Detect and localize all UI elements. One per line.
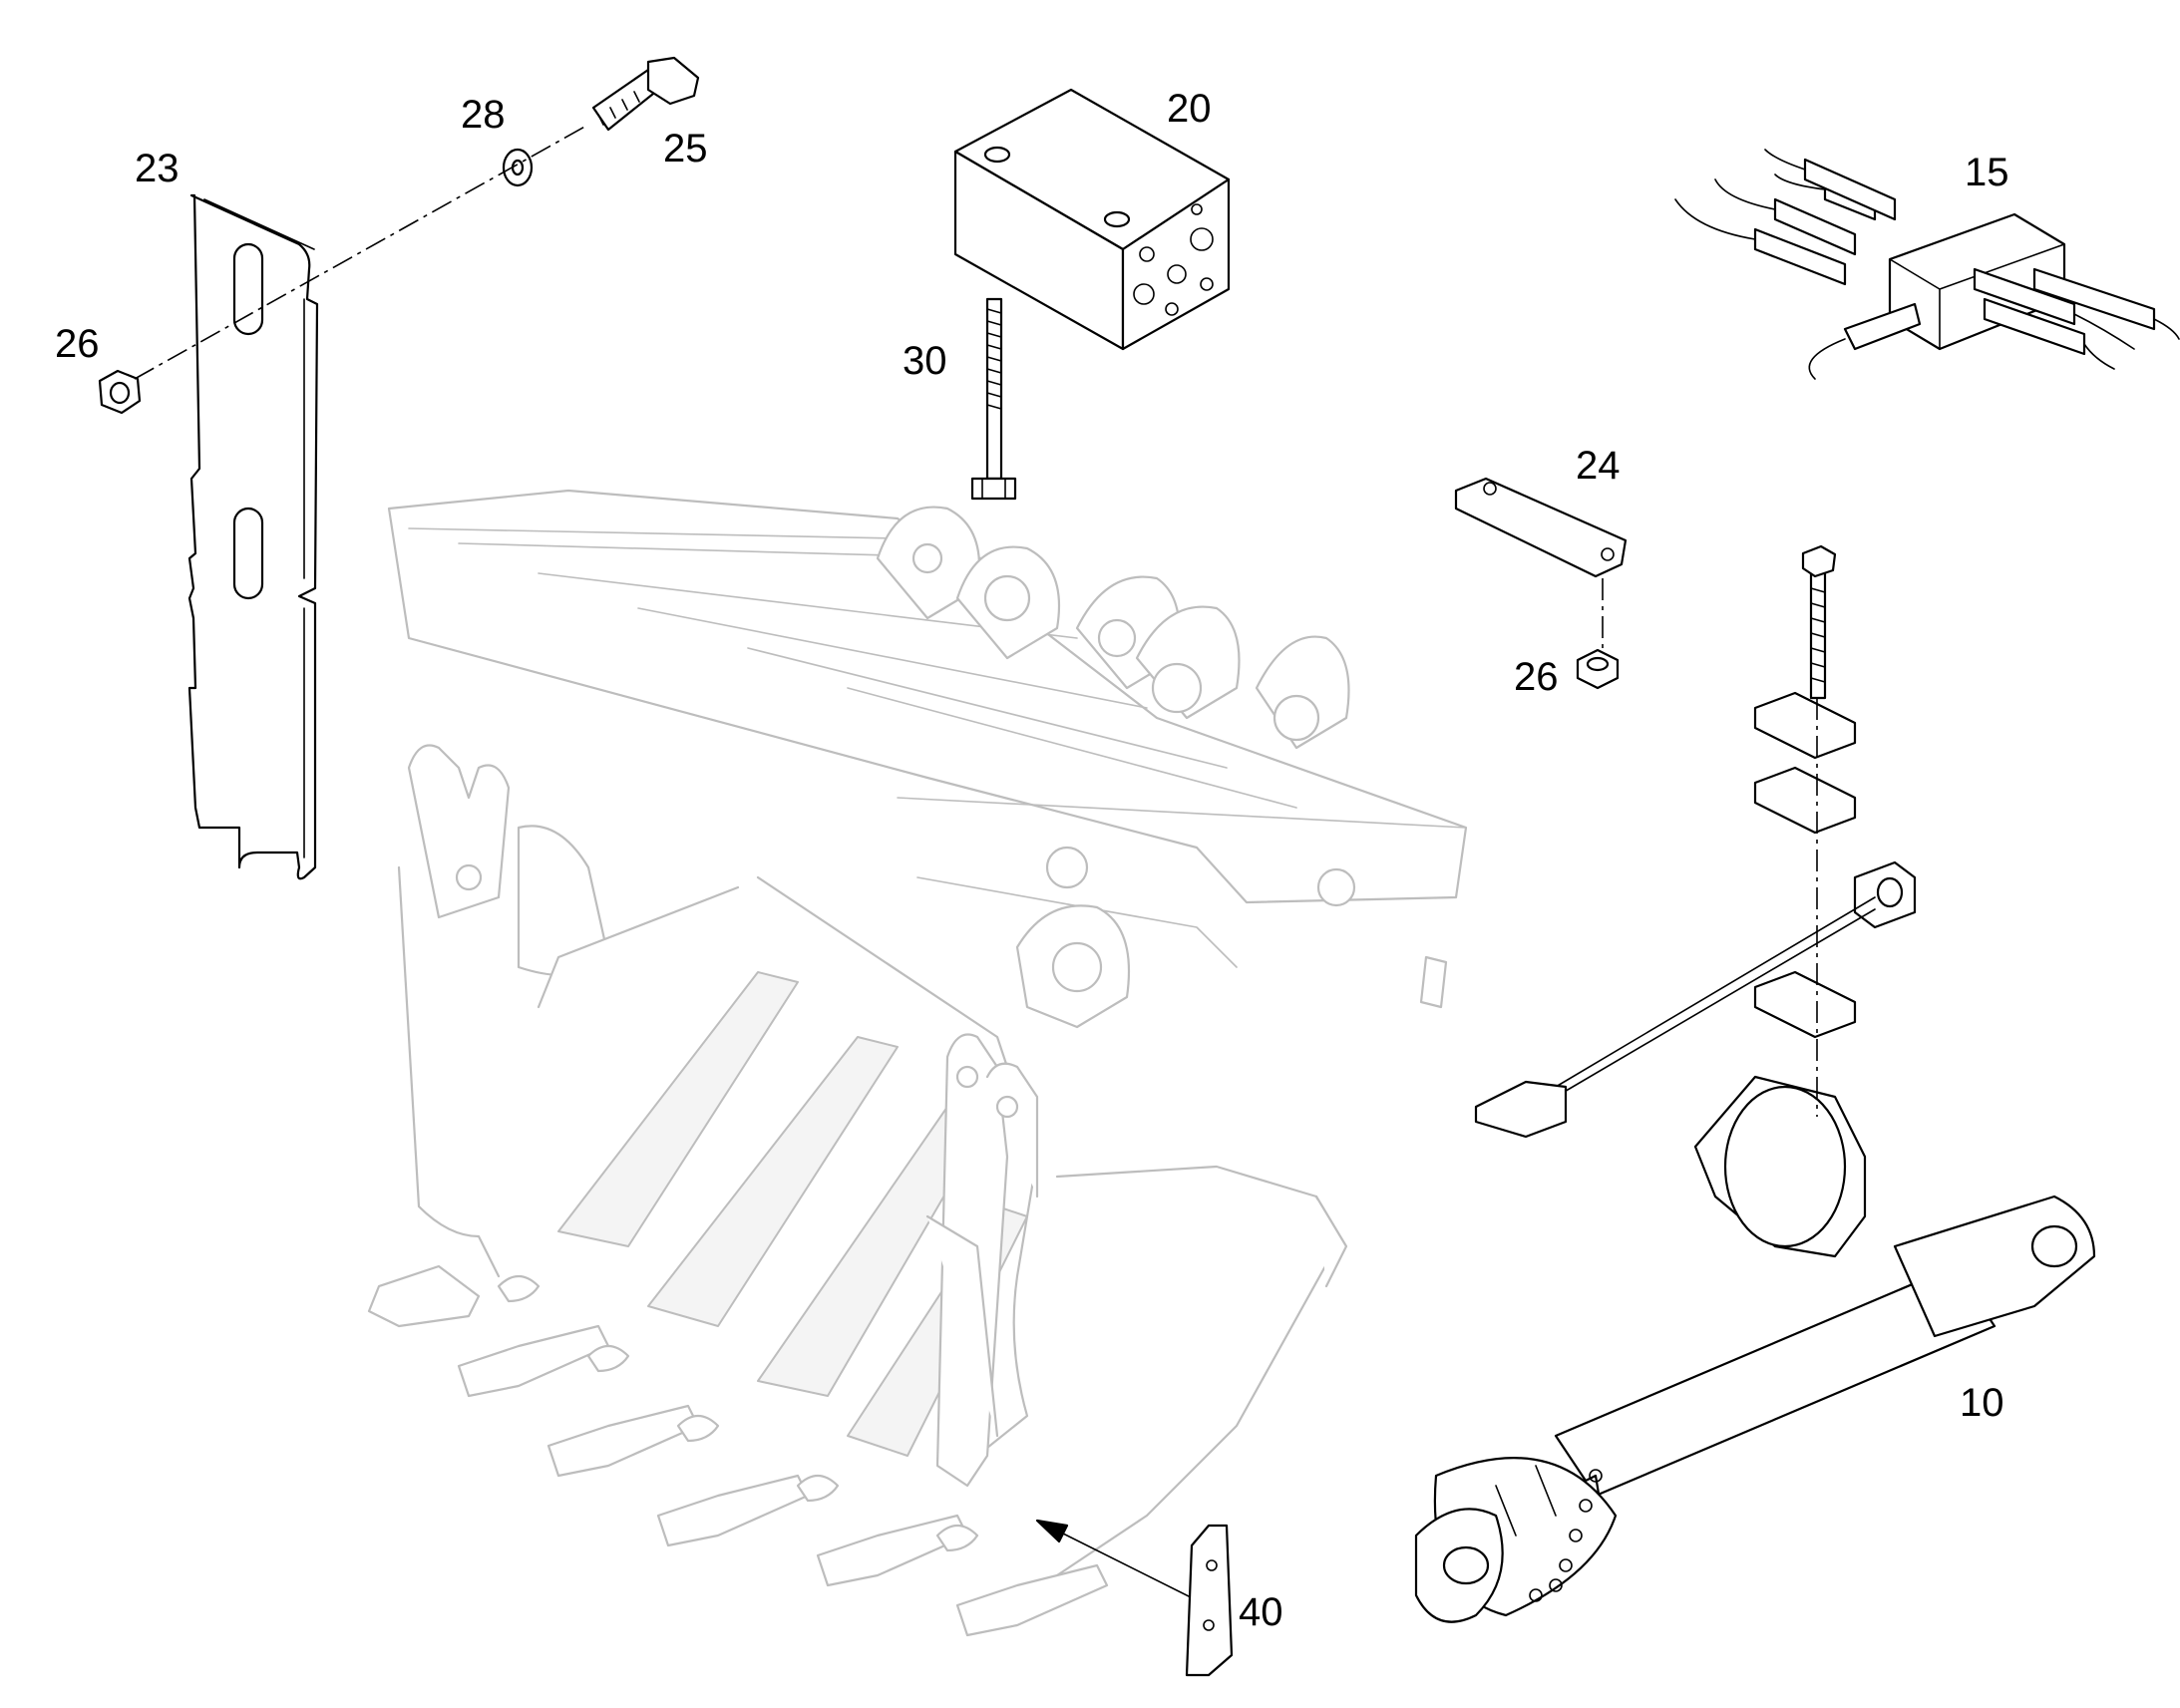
callout-23: 23	[135, 147, 180, 190]
part-10-cylinder	[1414, 1195, 2096, 1623]
part-24-bracket	[1454, 477, 1628, 578]
part-23-plate	[187, 193, 319, 880]
callout-30: 30	[903, 339, 947, 383]
callout-26-right: 26	[1514, 655, 1559, 699]
bucket-teeth-ghost	[367, 1264, 1109, 1637]
part-25-bolt	[591, 56, 700, 132]
callout-15: 15	[1965, 151, 2009, 194]
callout-10: 10	[1960, 1381, 2004, 1425]
boom-arm-ghost	[387, 489, 1468, 1029]
part-28-washer	[502, 148, 534, 187]
callout-28: 28	[461, 93, 506, 137]
part-26-nut-left	[98, 369, 142, 415]
callout-25: 25	[663, 127, 708, 171]
part-15-manifold-hoses	[1674, 149, 2180, 380]
part-20-valve-block	[953, 88, 1231, 351]
callout-labels: 15 20 25 28 23 26 30 24 26 10 40	[55, 87, 2009, 1634]
part-26-nut-right	[1576, 648, 1620, 690]
callout-40: 40	[1239, 1590, 1283, 1634]
sensor-clamp-assembly	[1474, 544, 1917, 1258]
callout-20: 20	[1167, 87, 1212, 131]
callout-24: 24	[1576, 444, 1621, 488]
part-40-plate	[1185, 1524, 1234, 1677]
assembly-leader-upper-left	[134, 124, 589, 380]
bucket-ghost	[367, 744, 1348, 1637]
callout-26-left: 26	[55, 322, 100, 366]
part-30-bolt	[970, 297, 1017, 501]
